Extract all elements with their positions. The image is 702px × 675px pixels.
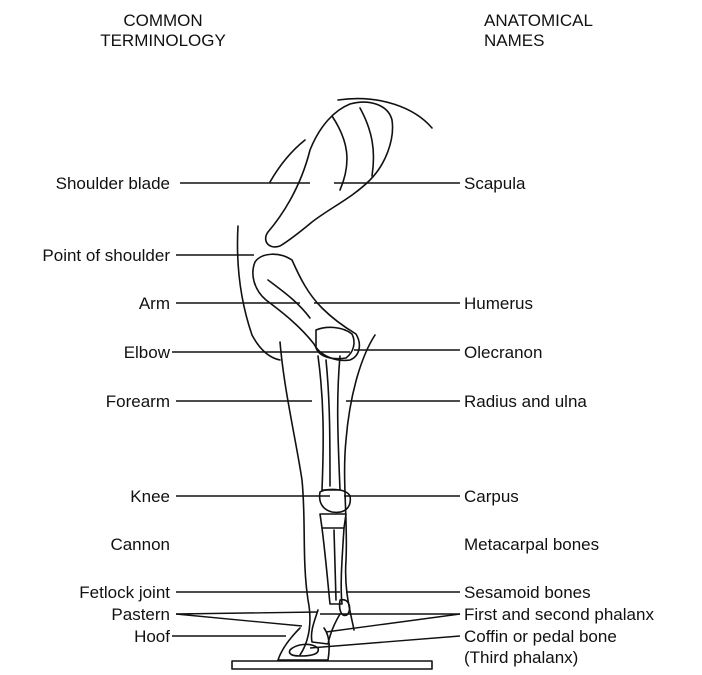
leader-phalanx-2	[326, 614, 460, 632]
olecranon-bone	[316, 327, 354, 358]
scapula-bone	[266, 102, 393, 247]
humerus-bone	[253, 254, 359, 360]
shoulder-outline	[270, 140, 305, 182]
forearm-outline-left	[280, 342, 310, 655]
leader-pastern-1	[176, 612, 318, 614]
coffin-bone	[289, 644, 318, 656]
leader-pastern-2	[176, 614, 302, 626]
forearm-outline-right	[345, 335, 375, 630]
ground-base	[232, 661, 432, 669]
leader-coffin	[310, 636, 460, 648]
phalanx-bones	[311, 610, 340, 644]
